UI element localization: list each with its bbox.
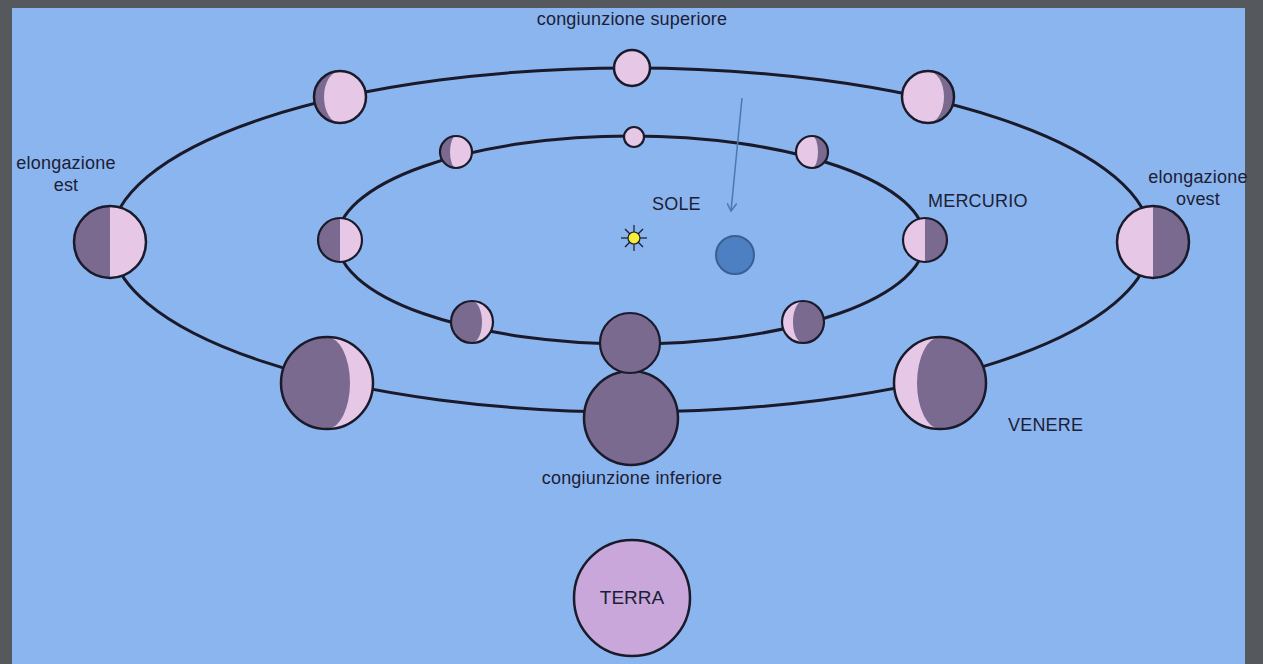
- position-label: congiunzione inferiore: [542, 467, 723, 489]
- position-label: VENERE: [1008, 414, 1083, 436]
- venus-phases: [74, 50, 1189, 465]
- position-label: MERCURIO: [928, 190, 1028, 212]
- position-label: congiunzione superiore: [537, 8, 728, 30]
- pointer-arrow: [731, 98, 742, 211]
- sky-ground: [12, 8, 1245, 664]
- marked-planet: [716, 236, 754, 274]
- position-label: SOLE: [652, 193, 701, 215]
- planet-circle: TERRA: [572, 538, 692, 658]
- planet-name: TERRA: [600, 587, 664, 609]
- position-label: elongazione est: [12, 152, 120, 196]
- position-label: elongazione ovest: [1144, 166, 1252, 210]
- sun-symbol: [621, 225, 647, 251]
- mercury-phases: [318, 127, 947, 373]
- venus-orbit: [111, 68, 1151, 412]
